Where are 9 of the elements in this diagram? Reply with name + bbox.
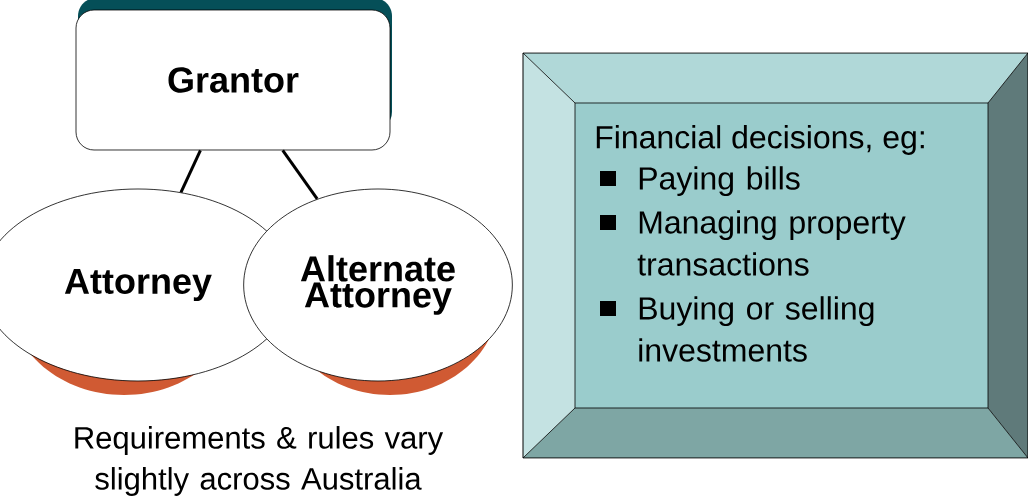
connector-line <box>179 149 202 193</box>
bullet-item: Managing property transactions <box>637 210 906 276</box>
bullet-item: Buying or selling investments <box>639 296 874 362</box>
grantor-box: Grantor <box>75 0 392 151</box>
connector-line <box>281 149 319 200</box>
bullet-item: Paying bills <box>639 166 800 196</box>
note-text: Requirements & rules vary slightly across Australia <box>75 426 444 496</box>
list-heading: Financial decisions, eg: <box>596 125 924 155</box>
bevel-box <box>522 52 1028 459</box>
